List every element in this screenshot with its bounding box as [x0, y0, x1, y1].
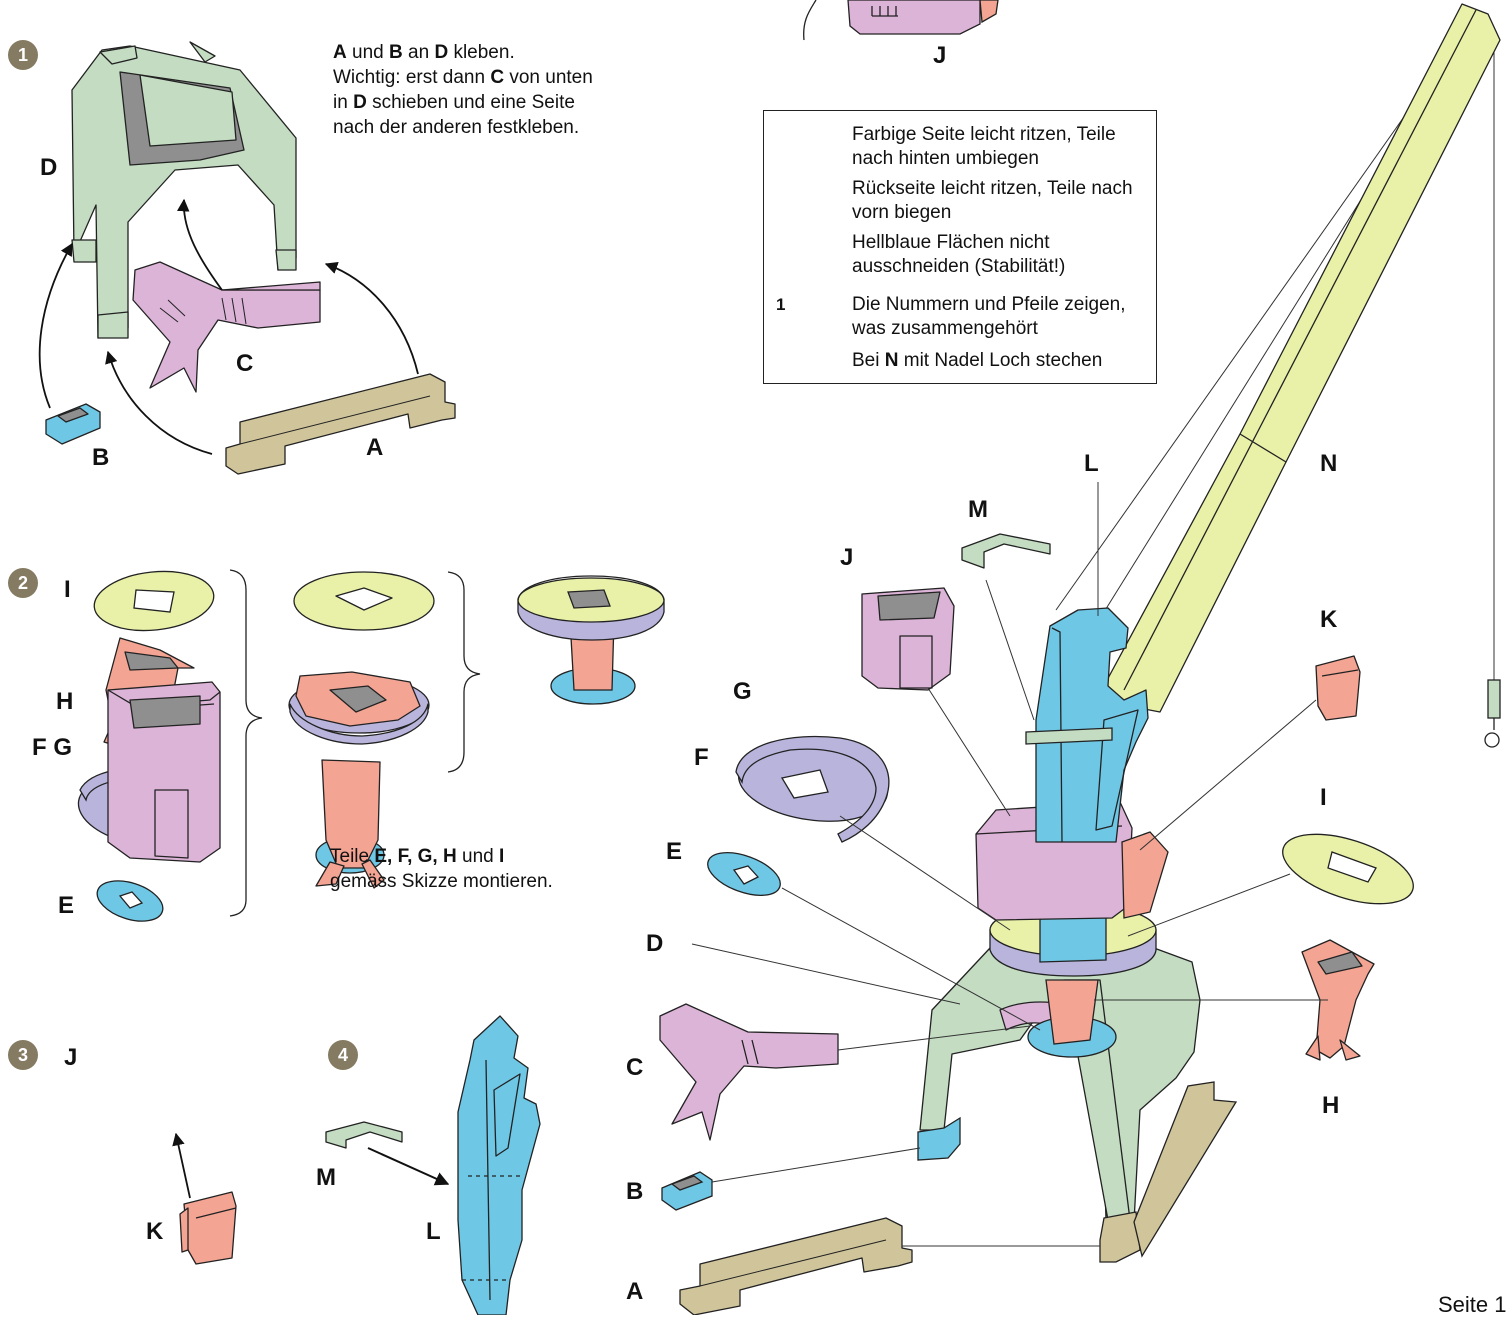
label-d: D — [40, 156, 57, 180]
exploded-i — [1274, 820, 1421, 917]
step2-instructions: Teile E, F, G, H und I gemäss Skizze mon… — [330, 844, 630, 894]
part-a-drawing — [226, 374, 455, 474]
crane-label-g: G — [733, 680, 752, 704]
step1-instructions: A und B an D kleben. Wichtig: erst dann … — [333, 40, 663, 140]
crane-label-i: I — [1320, 786, 1327, 810]
part-k-drawing — [180, 1192, 236, 1264]
legend-number-symbol: 1 — [776, 295, 785, 315]
crane-mast-lower — [1040, 914, 1106, 962]
step3-arrow — [176, 1134, 190, 1198]
crane-jib — [1106, 4, 1500, 712]
step4-arrow — [368, 1148, 448, 1184]
crane-label-j: J — [840, 546, 853, 570]
label-e: E — [58, 894, 74, 918]
label-fg: F G — [32, 736, 72, 760]
part-j-drawing — [108, 682, 220, 862]
part-l-drawing — [458, 1016, 540, 1315]
crane-label-c: C — [626, 1056, 643, 1080]
step1-line4: nach der anderen festkleben. — [333, 115, 663, 140]
crane-label-b: B — [626, 1180, 643, 1204]
label-j-step3: J — [64, 1046, 77, 1070]
legend-row-dashed: Farbige Seite leicht ritzen, Teile nach … — [852, 123, 1152, 171]
legend-row-dotted: Rückseite leicht ritzen, Teile nach vorn… — [852, 177, 1152, 225]
step-badge-2: 2 — [8, 568, 38, 598]
exploded-fg — [734, 736, 893, 842]
label-l-step4: L — [426, 1220, 441, 1244]
step-badge-1: 1 — [8, 40, 38, 70]
exploded-m — [962, 534, 1050, 568]
legend-row-numbers: Die Nummern und Pfeile zeigen, was zusam… — [852, 293, 1152, 341]
part-b-drawing — [46, 404, 100, 444]
part-c-drawing — [133, 262, 320, 392]
label-k-step3: K — [146, 1220, 163, 1244]
crane-k-side — [1122, 832, 1168, 918]
legend-box: Farbige Seite leicht ritzen, Teile nach … — [763, 110, 1157, 384]
crane-hook — [1485, 680, 1500, 747]
step-badge-4: 4 — [328, 1040, 358, 1070]
label-a: A — [366, 436, 383, 460]
label-b: B — [92, 446, 109, 470]
exploded-c — [660, 1004, 838, 1140]
legend-row-lightblue: Hellblaue Flächen nicht ausschneiden (St… — [852, 231, 1152, 279]
step1-line3: in D schieben und eine Seite — [333, 90, 663, 115]
top-j-drawing — [804, 0, 998, 40]
part-e-drawing — [92, 873, 168, 928]
exploded-e — [702, 844, 786, 904]
crane-label-k: K — [1320, 608, 1337, 632]
step1-line1: A und B an D kleben. — [333, 40, 663, 65]
crane-blocks — [918, 1082, 1236, 1262]
exploded-j — [862, 588, 954, 690]
label-i: I — [64, 578, 71, 602]
label-j-top: J — [933, 44, 946, 68]
step2-final-assembly — [518, 576, 664, 704]
crane-label-e: E — [666, 840, 682, 864]
crane-label-a: A — [626, 1280, 643, 1304]
label-m-step4: M — [316, 1166, 336, 1190]
exploded-a — [680, 1218, 912, 1315]
legend-row-needle: Bei N mit Nadel Loch stechen — [852, 349, 1152, 373]
crane-label-m: M — [968, 498, 988, 522]
part-i-drawing — [91, 566, 216, 636]
part-m-drawing — [326, 1122, 402, 1148]
exploded-k — [1316, 656, 1360, 720]
crane-column-h — [1046, 980, 1098, 1044]
exploded-b — [662, 1172, 712, 1210]
crane-label-l: L — [1084, 452, 1099, 476]
crane-label-n: N — [1320, 452, 1337, 476]
label-c: C — [236, 352, 253, 376]
step1-line2: Wichtig: erst dann C von unten — [333, 65, 663, 90]
step-badge-3: 3 — [8, 1040, 38, 1070]
step2-mid-assembly — [289, 572, 434, 888]
step2-line2: gemäss Skizze montieren. — [330, 869, 630, 894]
label-h: H — [56, 690, 73, 714]
crane-label-d: D — [646, 932, 663, 956]
page-number: Seite 1 — [1438, 1292, 1507, 1318]
crane-label-f: F — [694, 746, 709, 770]
crane-label-h: H — [1322, 1094, 1339, 1118]
step2-line1: Teile E, F, G, H und I — [330, 844, 630, 869]
